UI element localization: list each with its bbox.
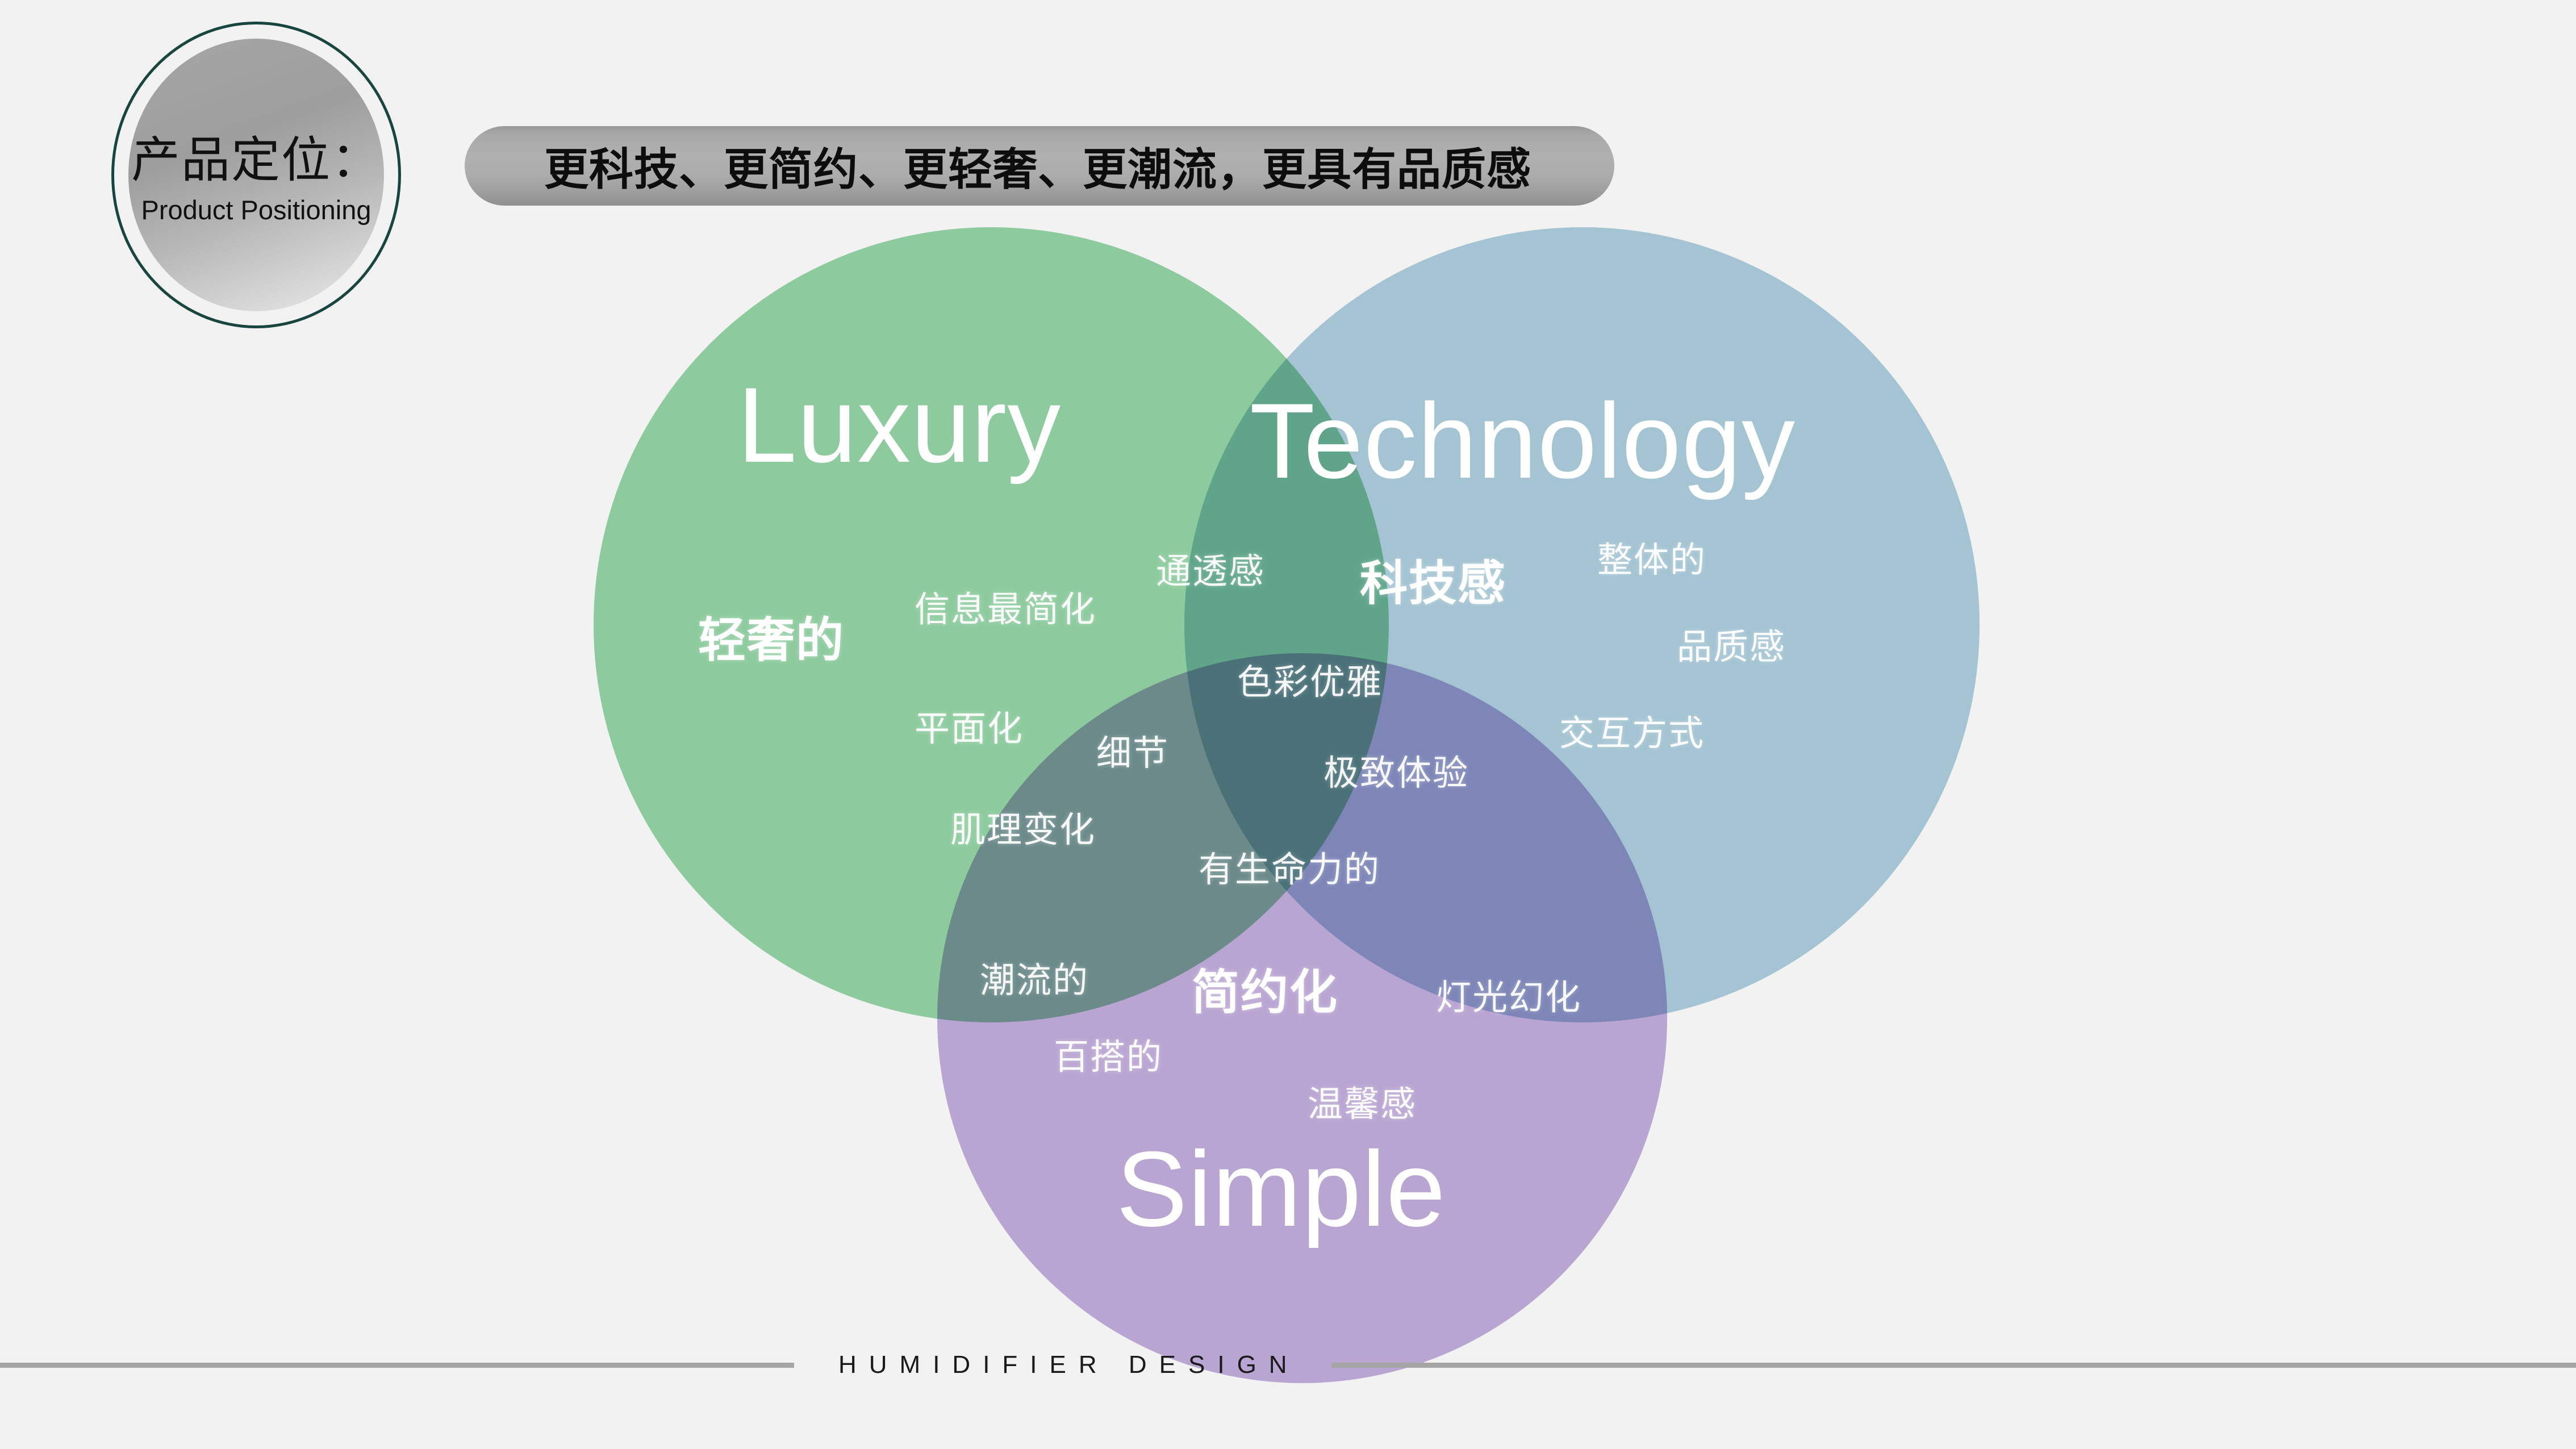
product-positioning-badge: 产品定位： Product Positioning xyxy=(111,22,401,328)
badge-title-en: Product Positioning xyxy=(141,195,371,226)
venn-keyword-technology: 科技感 xyxy=(1360,557,1507,610)
header-pill-banner: 更科技、更简约、更轻奢、更潮流，更具有品质感 xyxy=(465,126,1614,206)
venn-word-simple-2: 百搭的 xyxy=(1054,1038,1163,1077)
venn-word-luxury-simple-1: 细节 xyxy=(1096,734,1170,773)
footer-rule-right xyxy=(1331,1362,2576,1368)
venn-word-luxury-1: 信息最简化 xyxy=(915,590,1097,629)
venn-word-technology-simple-1: 极致体验 xyxy=(1324,754,1469,793)
venn-title-simple: Simple xyxy=(1116,1129,1446,1248)
venn-keyword-luxury: 轻奢的 xyxy=(698,613,845,667)
venn-word-luxury-3: 肌理变化 xyxy=(950,811,1096,850)
venn-word-technology-3: 交互方式 xyxy=(1559,714,1705,753)
venn-word-technology-2: 品质感 xyxy=(1677,628,1786,667)
venn-word-simple-1: 潮流的 xyxy=(980,961,1089,1000)
venn-word-luxury-technology-1: 通透感 xyxy=(1156,552,1266,591)
venn-keyword-simple: 简约化 xyxy=(1192,966,1339,1019)
venn-title-technology: Technology xyxy=(1250,381,1796,500)
badge-outline-ring xyxy=(111,22,401,328)
footer-caption: HUMIDIFIER DESIGN xyxy=(838,1351,1300,1379)
footer: HUMIDIFIER DESIGN xyxy=(0,1345,2576,1385)
footer-rule-left xyxy=(0,1362,794,1368)
venn-circle-simple xyxy=(937,653,1667,1383)
venn-word-technology-1: 整体的 xyxy=(1597,541,1707,580)
venn-word-center-1: 色彩优雅 xyxy=(1237,663,1383,702)
badge-text-block: 产品定位： Product Positioning xyxy=(111,133,401,225)
venn-word-center-2: 有生命力的 xyxy=(1199,850,1381,890)
header-pill-text: 更科技、更简约、更轻奢、更潮流，更具有品质感 xyxy=(544,144,1532,194)
venn-title-luxury: Luxury xyxy=(737,365,1062,485)
venn-word-simple-4: 温馨感 xyxy=(1308,1085,1417,1124)
venn-word-luxury-2: 平面化 xyxy=(915,709,1024,749)
venn-word-simple-3: 灯光幻化 xyxy=(1436,978,1582,1017)
badge-title-cn: 产品定位： xyxy=(131,133,381,187)
